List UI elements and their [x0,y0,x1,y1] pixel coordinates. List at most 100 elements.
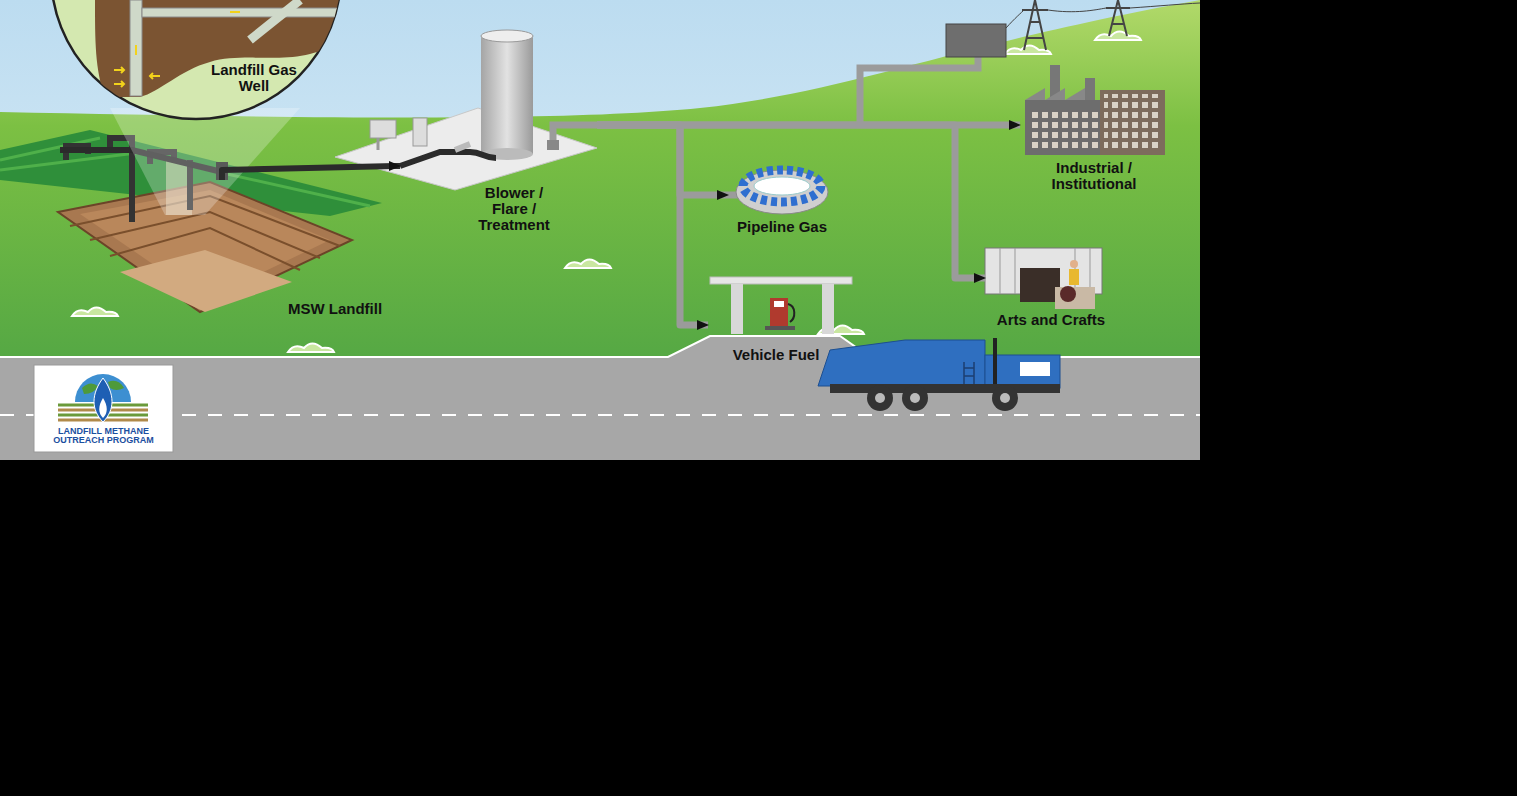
use-node: Pipeline Gas [728,160,836,240]
transmission-towers [1006,0,1200,50]
node-label: Pipeline Gas [728,219,836,235]
ladder [964,362,974,384]
node-label: Blower / Flare / Treatment [469,185,559,234]
gas-dash [135,45,137,55]
gas-pipe [597,125,985,278]
truck-window [1020,362,1050,376]
kiln [1020,268,1060,302]
truck-body [818,340,985,386]
hub [875,393,885,403]
hill [0,0,1200,360]
blower-unit [413,118,427,146]
node-label: MSW Landfill [275,301,395,317]
blower-leg [377,138,380,150]
canopy-pillar [731,284,743,334]
flare-stack [481,36,533,154]
use-node: Vehicle Fuel [708,272,854,367]
flare-top [481,30,533,42]
chimney [1085,78,1095,103]
office-windows [1104,94,1162,152]
inlet-pipe [400,152,496,166]
factory-windows [1030,110,1098,150]
pump-hose [788,304,794,322]
logo-card [34,365,173,452]
tower [1106,0,1130,36]
node-label: Industrial / Institutional [1034,160,1154,192]
logo-flame [94,378,112,422]
node-label: Landfill Gas Well [199,62,309,94]
burner-center [754,177,810,195]
gas-pipe [597,125,708,325]
tower [1022,0,1048,50]
wheel [867,385,893,411]
chassis [830,384,1060,393]
canopy-pillar [822,284,834,334]
node-label: Arts and Crafts [985,312,1117,328]
gas-arrow [150,73,160,79]
program-logo [34,365,173,452]
canopy [710,277,852,284]
pipeline-illustration [728,170,828,214]
landfill-base [120,250,292,312]
callout-circle [51,0,341,119]
callout-pipe [142,8,342,17]
work-table [1055,287,1095,309]
treatment-illustration [335,30,597,190]
pump-display [774,301,784,307]
callout-node: Landfill Gas Well [50,0,342,120]
hub [1000,393,1010,403]
well-callout [51,0,342,119]
gas-pipe [597,125,728,195]
wheel [902,385,928,411]
artist-head [1070,260,1078,268]
fuel-station-illustration [710,277,852,334]
fuel-pump [770,298,788,326]
power-line [1006,3,1200,28]
sky [0,0,1200,460]
exhaust [993,338,997,385]
outlet-pipe [553,125,597,150]
pipe-cap [547,140,559,150]
road [0,336,1200,460]
road-center-line [0,414,1200,416]
node-label: Vehicle Fuel [703,347,849,363]
treatment-node: Blower / Flare / Treatment [400,28,597,238]
gas-dash [230,11,240,13]
generator [946,24,1006,57]
burner-base [736,170,828,214]
cloud [72,308,118,317]
use-node: Industrial / Institutional [1020,62,1168,194]
cloud [1095,32,1141,41]
use-node: Arts and Crafts [985,242,1117,334]
node-label: LANDFILL METHANE OUTREACH PROGRAM [44,427,163,446]
garbage-truck [818,338,1060,411]
gas-pipe [222,166,400,180]
arts-illustration [985,248,1102,309]
logo-node: LANDFILL METHANE OUTREACH PROGRAM [34,365,173,452]
wheel [992,385,1018,411]
treatment-pad [335,108,597,190]
cloud [565,260,611,269]
power-pipe [860,56,978,125]
industrial-illustration [1025,65,1165,155]
artist-body [1069,269,1079,285]
burner-flames [743,170,821,202]
landfill-node: MSW Landfill [50,180,395,322]
fitting [455,144,470,150]
gas-pipe [597,122,1020,129]
factory [1025,100,1103,155]
gas-arrow [114,81,124,87]
pottery [1060,286,1076,302]
hub [910,393,920,403]
logo-flame-core [99,398,107,418]
gas-well [129,150,135,222]
scene-illustration [0,0,1200,460]
office-building [1100,90,1165,155]
cloud [1005,46,1051,55]
callout-well-pipe [130,0,142,96]
pump-base [765,326,795,330]
road-edge [0,336,1200,357]
factory-roof [1025,88,1085,100]
